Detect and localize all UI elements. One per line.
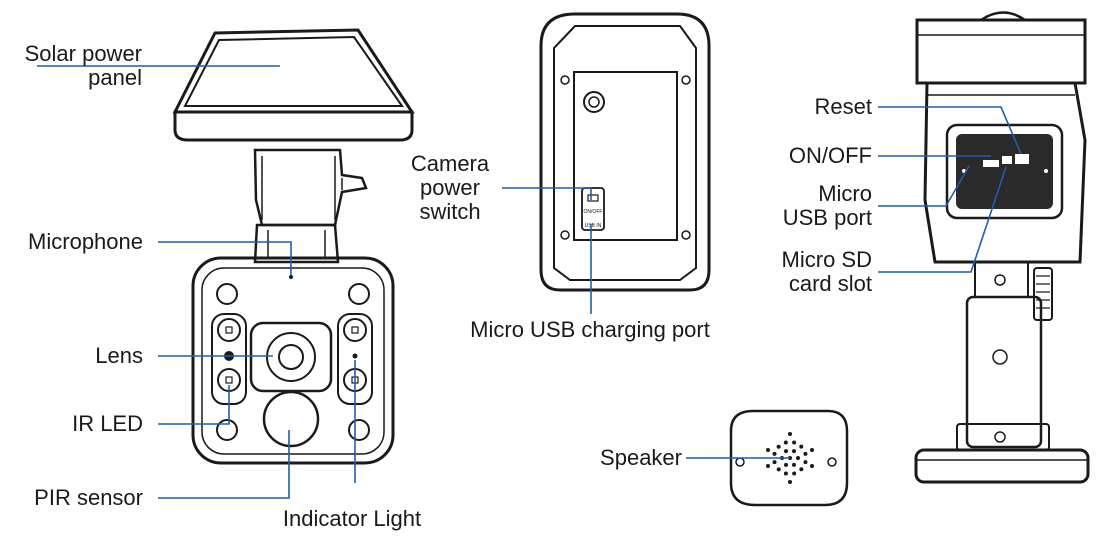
camera-front-view <box>172 28 415 465</box>
speaker-grille-hole <box>803 460 808 465</box>
speaker-grille-hole <box>776 444 781 449</box>
speaker-grille-hole <box>799 467 804 472</box>
label-camera-power-switch-line1: Camera <box>410 151 490 176</box>
speaker-grille-hole <box>783 440 788 445</box>
label-micro-usb-port: Micro USB port <box>760 182 872 230</box>
speaker-grille-hole <box>772 451 777 456</box>
label-micro-sd-card-slot: Micro SD card slot <box>760 248 872 296</box>
label-camera-power-switch: Camera power switch <box>403 152 497 224</box>
label-solar-panel: Solar power panel <box>0 42 142 90</box>
label-micro-sd-card-slot-line1: Micro SD <box>781 247 872 272</box>
camera-side-view <box>914 11 1090 484</box>
label-indicator-light: Indicator Light <box>282 506 422 531</box>
speaker-grille-hole <box>796 456 800 460</box>
speaker-grille-hole <box>792 440 797 445</box>
speaker-grille-hole <box>803 451 808 456</box>
label-micro-usb-charging-port: Micro USB charging port <box>470 317 710 342</box>
label-microphone: Microphone <box>28 229 143 254</box>
label-micro-sd-card-slot-line2: card slot <box>788 271 872 296</box>
label-micro-usb-port-line2: USB port <box>782 205 872 230</box>
label-solar-panel-line1: Solar power <box>24 41 142 66</box>
label-ir-led: IR LED <box>72 411 143 436</box>
label-speaker: Speaker <box>600 445 682 470</box>
speaker-grille-hole <box>810 464 814 468</box>
label-camera-power-switch-line3: switch <box>419 199 481 224</box>
speaker-grille-hole <box>792 471 797 476</box>
switch-usb-marking: USB IN <box>585 223 602 229</box>
speaker-grille-hole <box>766 464 770 468</box>
speaker-grille-hole <box>788 480 792 484</box>
speaker-grille-hole <box>784 449 788 454</box>
switch-on-off-marking: ON/OFF <box>584 209 603 215</box>
label-lens: Lens <box>95 343 143 368</box>
speaker-grille-hole <box>799 444 804 449</box>
speaker-grille-hole <box>776 467 781 472</box>
speaker-grille-hole <box>810 448 814 452</box>
speaker-grille-hole <box>783 471 788 476</box>
label-camera-power-switch-line2: power <box>420 175 480 200</box>
solar-panel-icon <box>172 28 415 142</box>
label-micro-usb-port-line1: Micro <box>818 181 872 206</box>
speaker-grille-hole <box>792 462 796 467</box>
speaker-grille-hole <box>772 460 777 465</box>
label-solar-panel-line2: panel <box>88 65 142 90</box>
label-reset: Reset <box>814 94 872 119</box>
label-on-off: ON/OFF <box>788 143 872 168</box>
camera-back-view: ON/OFF USB IN <box>539 12 711 292</box>
label-pir-sensor: PIR sensor <box>34 485 143 510</box>
speaker-grille-hole <box>788 432 792 436</box>
speaker-grille-hole <box>792 449 796 454</box>
speaker-grille-hole <box>784 462 788 467</box>
speaker-grille-hole <box>766 448 770 452</box>
